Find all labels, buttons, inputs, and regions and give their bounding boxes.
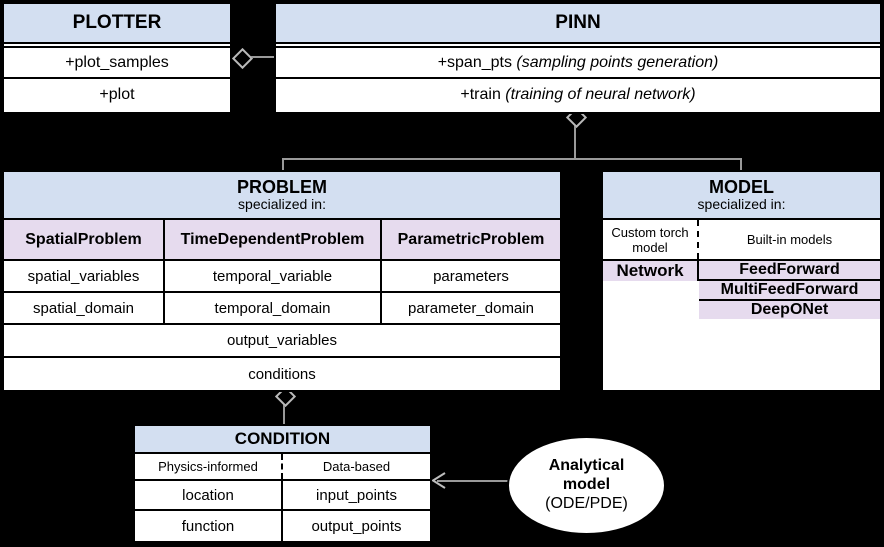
plotter-title: PLOTTER	[4, 4, 230, 44]
problem-header: PROBLEM specialized in:	[4, 172, 560, 220]
problem-subtitle: specialized in:	[238, 196, 326, 213]
condition-kind-row: Physics-informed Data-based	[135, 454, 430, 481]
connector-bus-to-problem	[282, 158, 284, 172]
problem-attr-row-0: spatial_variables temporal_variable para…	[4, 261, 560, 293]
pinn-method-1-name: +train	[460, 85, 501, 103]
problem-specialization-row: SpatialProblem TimeDependentProblem Para…	[4, 220, 560, 261]
problem-attr-1-2: parameter_domain	[408, 299, 534, 317]
model-builtin-2: DeepONet	[699, 301, 880, 319]
class-box-plotter: PLOTTER +plot_samples +plot	[2, 2, 232, 114]
problem-attr-0-1: temporal_variable	[165, 261, 382, 291]
condition-cell-0-1: input_points	[316, 486, 397, 504]
condition-kind-0: Physics-informed	[135, 454, 283, 479]
connector-analytical-condition	[437, 480, 525, 482]
connector-pinn-stem	[574, 112, 576, 160]
condition-cell-0-0: location	[135, 481, 283, 509]
pinn-method-0-name: +span_pts	[437, 53, 512, 71]
connector-plotter-pinn	[234, 56, 274, 58]
analytical-line-1: Analytical	[548, 457, 625, 475]
model-builtin-1: MultiFeedForward	[699, 281, 880, 301]
connector-bus-to-model	[740, 158, 742, 172]
class-box-model: MODEL specialized in: Custom torch model…	[601, 170, 882, 392]
problem-specialization-2: ParametricProblem	[382, 220, 560, 259]
analytical-line-3: (ODE/PDE)	[545, 494, 628, 512]
model-subtitle: specialized in:	[697, 196, 786, 213]
condition-row-1: function output_points	[135, 511, 430, 541]
problem-attr-1-0: spatial_domain	[4, 293, 165, 323]
connector-bus	[282, 158, 742, 160]
class-box-condition: CONDITION Physics-informed Data-based lo…	[133, 424, 432, 543]
condition-cell-1-0: function	[135, 511, 283, 541]
pinn-divider	[276, 44, 880, 48]
condition-title: CONDITION	[135, 426, 430, 454]
pinn-method-1-note: (training of neural network)	[505, 85, 696, 103]
class-box-pinn: PINN +span_pts (sampling points generati…	[274, 2, 882, 114]
ellipse-analytical-model: Analytical model (ODE/PDE)	[507, 436, 666, 535]
condition-kind-1: Data-based	[322, 459, 391, 474]
plotter-method-1: +plot	[4, 79, 230, 110]
pinn-title: PINN	[276, 4, 880, 44]
connector-problem-condition	[283, 392, 285, 425]
analytical-line-2: model	[562, 476, 611, 494]
model-builtin-list: FeedForward MultiFeedForward DeepONet	[699, 261, 880, 319]
condition-cell-1-1: output_points	[311, 517, 402, 535]
open-arrow-icon	[431, 472, 446, 489]
problem-specialization-0: SpatialProblem	[4, 220, 165, 259]
problem-attr-row-1: spatial_domain temporal_domain parameter…	[4, 293, 560, 325]
pinn-method-1: +train (training of neural network)	[276, 79, 880, 110]
condition-row-0: location input_points	[135, 481, 430, 511]
pinn-method-0-note: (sampling points generation)	[516, 53, 719, 71]
problem-attr-1-1: temporal_domain	[165, 293, 382, 323]
model-title: MODEL	[709, 177, 774, 198]
model-builtin-0: FeedForward	[699, 261, 880, 281]
pinn-method-0: +span_pts (sampling points generation)	[276, 48, 880, 79]
problem-shared-row-1: conditions	[4, 358, 560, 390]
problem-attr-0-2: parameters	[433, 267, 509, 285]
model-body: Network FeedForward MultiFeedForward Dee…	[603, 261, 880, 319]
model-custom-network: Network	[603, 261, 699, 281]
class-box-problem: PROBLEM specialized in: SpatialProblem T…	[2, 170, 562, 392]
problem-shared-row-0: output_variables	[4, 325, 560, 358]
model-kind-1: Built-in models	[746, 232, 833, 247]
plotter-divider	[4, 44, 230, 48]
model-header: MODEL specialized in:	[603, 172, 880, 220]
problem-specialization-1: TimeDependentProblem	[165, 220, 382, 259]
aggregation-diamond-plotter	[231, 47, 254, 70]
problem-attr-0-0: spatial_variables	[4, 261, 165, 291]
model-kind-0: Custom torch model	[603, 220, 699, 259]
problem-title: PROBLEM	[237, 177, 327, 198]
plotter-method-0: +plot_samples	[4, 48, 230, 79]
model-kind-row: Custom torch model Built-in models	[603, 220, 880, 261]
